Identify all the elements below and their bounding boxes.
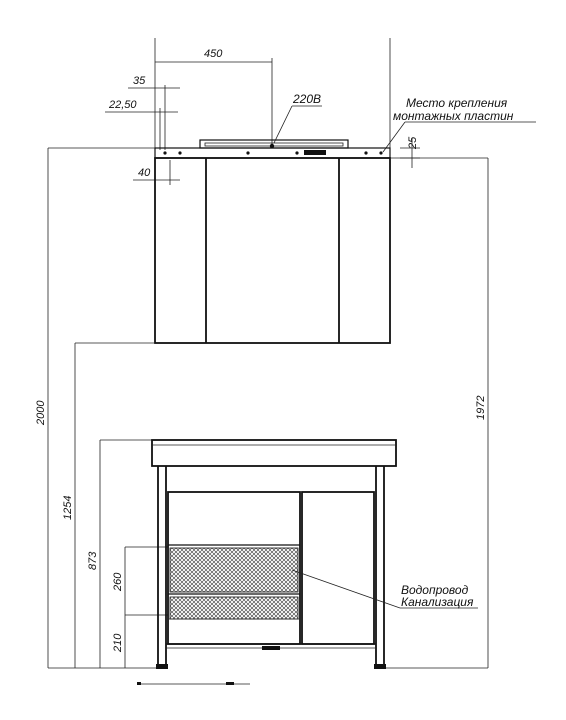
dim-450-label: 450 <box>204 48 223 60</box>
water-label-line2: Канализация <box>401 595 474 609</box>
plumbing-callout: Водопровод Канализация <box>291 569 478 609</box>
dimension-1254: 1254 <box>62 342 155 668</box>
vanity-unit <box>151 439 397 669</box>
mount-label-line2: монтажных пластин <box>393 109 514 123</box>
power-callout: 220В <box>273 92 322 144</box>
dim-2000-label: 2000 <box>35 400 47 426</box>
mount-label-line1: Место крепления <box>406 96 508 110</box>
dim-210-label: 210 <box>112 633 124 653</box>
dim-40-label: 40 <box>138 167 151 179</box>
dim-260-label: 260 <box>112 572 124 592</box>
dim-25-label: 25 <box>407 136 419 150</box>
dimension-260: 260 <box>112 546 168 616</box>
water-label-line1: Водопровод <box>401 583 469 597</box>
dimension-2000: 2000 <box>35 147 160 669</box>
dimension-22-50: 22,50 <box>105 99 178 113</box>
top-extension-lines <box>154 38 391 185</box>
power-label: 220В <box>292 92 321 106</box>
dimension-873: 873 <box>87 439 152 668</box>
mounting-callout: Место крепления монтажных пластин <box>382 96 536 153</box>
dim-35-label: 35 <box>133 75 146 87</box>
dimension-40: 40 <box>133 167 180 181</box>
dim-1972-label: 1972 <box>475 396 487 420</box>
bottom-cutoff-marks <box>137 682 250 685</box>
dimension-450: 450 <box>155 48 272 63</box>
dimension-35: 35 <box>128 75 180 89</box>
dim-1254-label: 1254 <box>62 496 74 520</box>
dim-22-50-label: 22,50 <box>108 99 137 111</box>
dimension-1972: 1972 <box>385 157 489 669</box>
mirror-cabinet <box>154 139 391 344</box>
dim-873-label: 873 <box>87 551 99 570</box>
dimension-25: 25 <box>400 136 420 168</box>
dimension-210: 210 <box>112 615 126 668</box>
